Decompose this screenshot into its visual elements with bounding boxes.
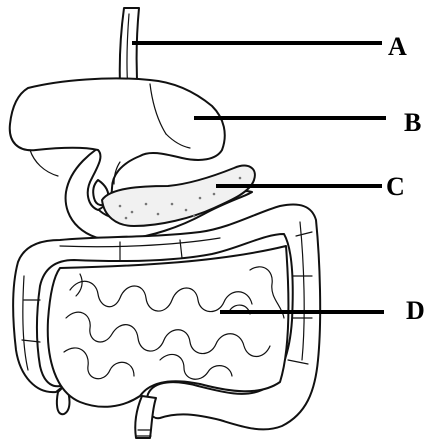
label-c: C bbox=[386, 174, 405, 200]
label-b: B bbox=[404, 110, 421, 136]
pancreas bbox=[102, 166, 255, 226]
label-a: A bbox=[388, 34, 407, 60]
rectum bbox=[135, 396, 156, 438]
label-d: D bbox=[406, 298, 425, 324]
